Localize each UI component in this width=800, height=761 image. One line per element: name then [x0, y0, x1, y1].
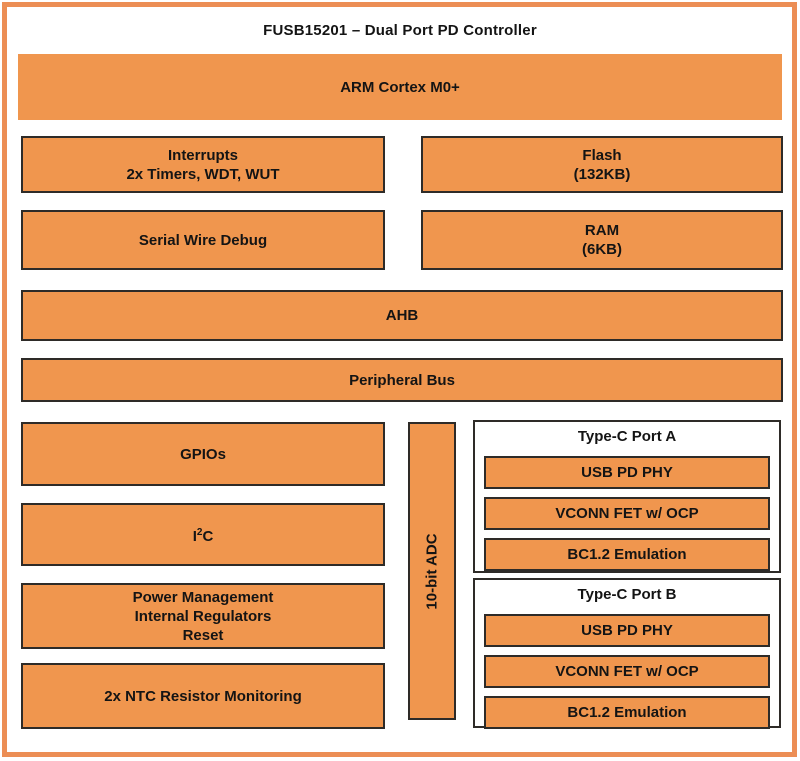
- block-gpios: GPIOs: [21, 422, 385, 486]
- block-label-line3: Reset: [182, 626, 224, 644]
- block-flash: Flash (132KB): [421, 136, 783, 193]
- block-label-line1: Flash: [582, 146, 622, 164]
- block-label-line2: Internal Regulators: [134, 607, 272, 625]
- diagram-title: FUSB15201 – Dual Port PD Controller: [263, 22, 537, 39]
- block-ntc-resistor-monitoring: 2x NTC Resistor Monitoring: [21, 663, 385, 729]
- group-title: Type-C Port A: [577, 428, 677, 445]
- group-type-c-port-b: Type-C Port B USB PD PHY VCONN FET w/ OC…: [473, 578, 781, 729]
- group-title: Type-C Port B: [577, 586, 677, 603]
- block-label: USB PD PHY: [581, 622, 673, 639]
- block-label: VCONN FET w/ OCP: [555, 505, 699, 522]
- block-label-line1: Power Management: [132, 588, 274, 606]
- block-label: Serial Wire Debug: [138, 231, 268, 249]
- block-label-vertical: 10-bit ADC: [423, 532, 441, 610]
- block-usb-pd-phy: USB PD PHY: [484, 456, 770, 489]
- block-label: AHB: [385, 307, 419, 324]
- block-label: 2x NTC Resistor Monitoring: [104, 687, 302, 705]
- block-ram: RAM (6KB): [421, 210, 783, 270]
- block-vconn-fet-ocp: VCONN FET w/ OCP: [484, 497, 770, 530]
- block-i2c: I2C: [21, 503, 385, 566]
- block-serial-wire-debug: Serial Wire Debug: [21, 210, 385, 270]
- block-label: Peripheral Bus: [349, 371, 455, 389]
- block-vconn-fet-ocp: VCONN FET w/ OCP: [484, 655, 770, 688]
- block-label: USB PD PHY: [581, 464, 673, 481]
- group-type-c-port-a: Type-C Port A USB PD PHY VCONN FET w/ OC…: [473, 420, 781, 573]
- block-label: BC1.2 Emulation: [567, 546, 687, 563]
- block-bc12-emulation: BC1.2 Emulation: [484, 696, 770, 729]
- block-power-management: Power Management Internal Regulators Res…: [21, 583, 385, 649]
- block-peripheral-bus: Peripheral Bus: [21, 358, 783, 402]
- block-label: GPIOs: [180, 445, 226, 463]
- block-ahb-bus: AHB: [21, 290, 783, 341]
- i2c-superscript: 2: [196, 527, 203, 538]
- block-interrupts-timers: Interrupts 2x Timers, WDT, WUT: [21, 136, 385, 193]
- block-10bit-adc: 10-bit ADC: [408, 422, 456, 720]
- block-arm-cortex-m0: ARM Cortex M0+: [18, 54, 782, 120]
- block-label: BC1.2 Emulation: [567, 704, 687, 721]
- block-usb-pd-phy: USB PD PHY: [484, 614, 770, 647]
- block-label-line2: (6KB): [582, 241, 622, 258]
- block-bc12-emulation: BC1.2 Emulation: [484, 538, 770, 571]
- block-label: I2C: [193, 523, 214, 546]
- block-label-line1: RAM: [584, 222, 620, 239]
- block-label-line1: Interrupts: [167, 146, 238, 164]
- i2c-tail: C: [202, 528, 214, 545]
- i2c-base: I: [192, 528, 197, 545]
- block-label: ARM Cortex M0+: [340, 78, 460, 96]
- block-label-line2: (132KB): [573, 165, 631, 183]
- block-label: VCONN FET w/ OCP: [555, 663, 699, 680]
- block-label-line2: 2x Timers, WDT, WUT: [126, 165, 280, 183]
